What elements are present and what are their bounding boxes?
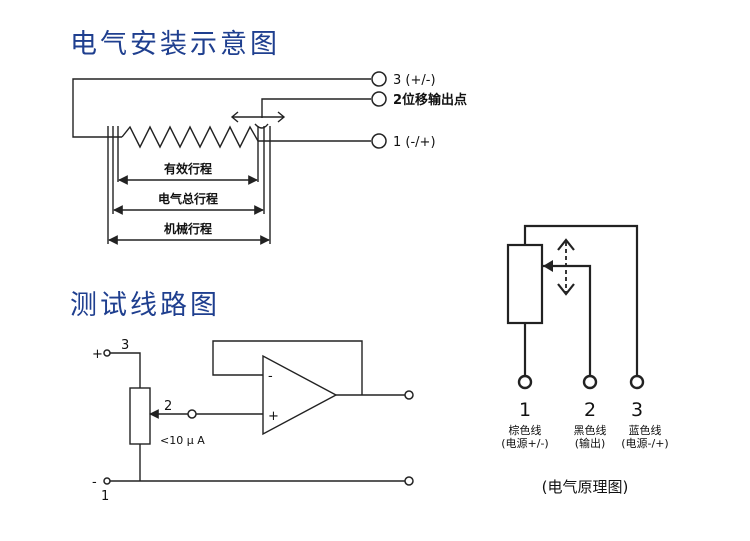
wire3-color: 蓝色线 — [629, 423, 662, 437]
feedback-wire — [212, 340, 363, 395]
wire1-note: (电源+/-) — [501, 436, 548, 450]
schematic-num-1: 1 — [519, 399, 531, 421]
minus-label: - — [92, 475, 97, 490]
schematic-num-3: 3 — [631, 399, 643, 421]
potentiometer-body — [129, 387, 151, 445]
pin2-label: 2位移输出点 — [393, 92, 467, 108]
wire1-color: 棕色线 — [509, 423, 542, 437]
pin3-label: 3 (+/-) — [393, 73, 436, 88]
schematic-wire-2 — [543, 264, 592, 376]
schematic-pin-2 — [582, 374, 598, 390]
effective-stroke-label: 有效行程 — [164, 161, 212, 176]
terminal-1 — [371, 133, 387, 149]
schematic-wiper-arrow — [543, 260, 553, 272]
electrical-schematic: 1 2 3 棕色线 黑色线 蓝色线 (电源+/-) (输出) (电源-/+) (… — [501, 224, 669, 496]
schematic-travel-down — [557, 283, 575, 296]
schematic-resistor — [506, 243, 544, 325]
wire-top — [110, 352, 141, 388]
wiper-wire — [261, 98, 371, 118]
schematic-caption: (电气原理图) — [542, 478, 629, 496]
terminal-ground-out — [404, 476, 414, 486]
node1-label: 1 — [101, 489, 109, 504]
terminal-plus — [103, 349, 111, 357]
installation-diagram: 电气安装示意图 3 (+/-) 2位移输出点 1 (-/+) 有效行程 电气总行… — [70, 29, 467, 245]
wire-pin3 — [72, 78, 371, 138]
electrical-stroke-label: 电气总行程 — [158, 191, 218, 206]
wiper-contact — [254, 123, 269, 129]
schematic-wire-3 — [523, 224, 639, 376]
pin1-label: 1 (-/+) — [393, 135, 436, 150]
wiper-arrow-left — [230, 111, 239, 123]
test-title: 测试线路图 — [70, 290, 220, 321]
terminal-2 — [371, 91, 387, 107]
test-circuit: 测试线路图 + 3 2 <10 μ A - + - 1 — [70, 290, 414, 504]
schematic-num-2: 2 — [584, 399, 596, 421]
opamp-plus-label: + — [268, 409, 279, 424]
wire3-note: (电源-/+) — [621, 436, 668, 450]
terminal-3 — [371, 71, 387, 87]
resistor-zigzag — [121, 125, 262, 149]
schematic-travel-up — [557, 238, 575, 251]
wire2-color: 黑色线 — [574, 423, 607, 437]
schematic-pin-3 — [629, 374, 645, 390]
current-label: <10 μ A — [160, 434, 205, 447]
wire2-note: (输出) — [575, 436, 606, 450]
opamp — [262, 354, 338, 436]
opamp-minus-label: - — [268, 369, 273, 384]
node2-label: 2 — [164, 399, 172, 414]
wiper-arrow-right — [277, 111, 286, 123]
schematic-pin-1 — [517, 374, 533, 390]
node3-label: 3 — [121, 338, 129, 353]
terminal-wiper — [187, 409, 197, 419]
terminal-minus — [103, 477, 111, 485]
terminal-output — [404, 390, 414, 400]
plus-label: + — [92, 347, 103, 362]
installation-title: 电气安装示意图 — [70, 29, 280, 60]
mechanical-stroke-label: 机械行程 — [164, 221, 212, 236]
